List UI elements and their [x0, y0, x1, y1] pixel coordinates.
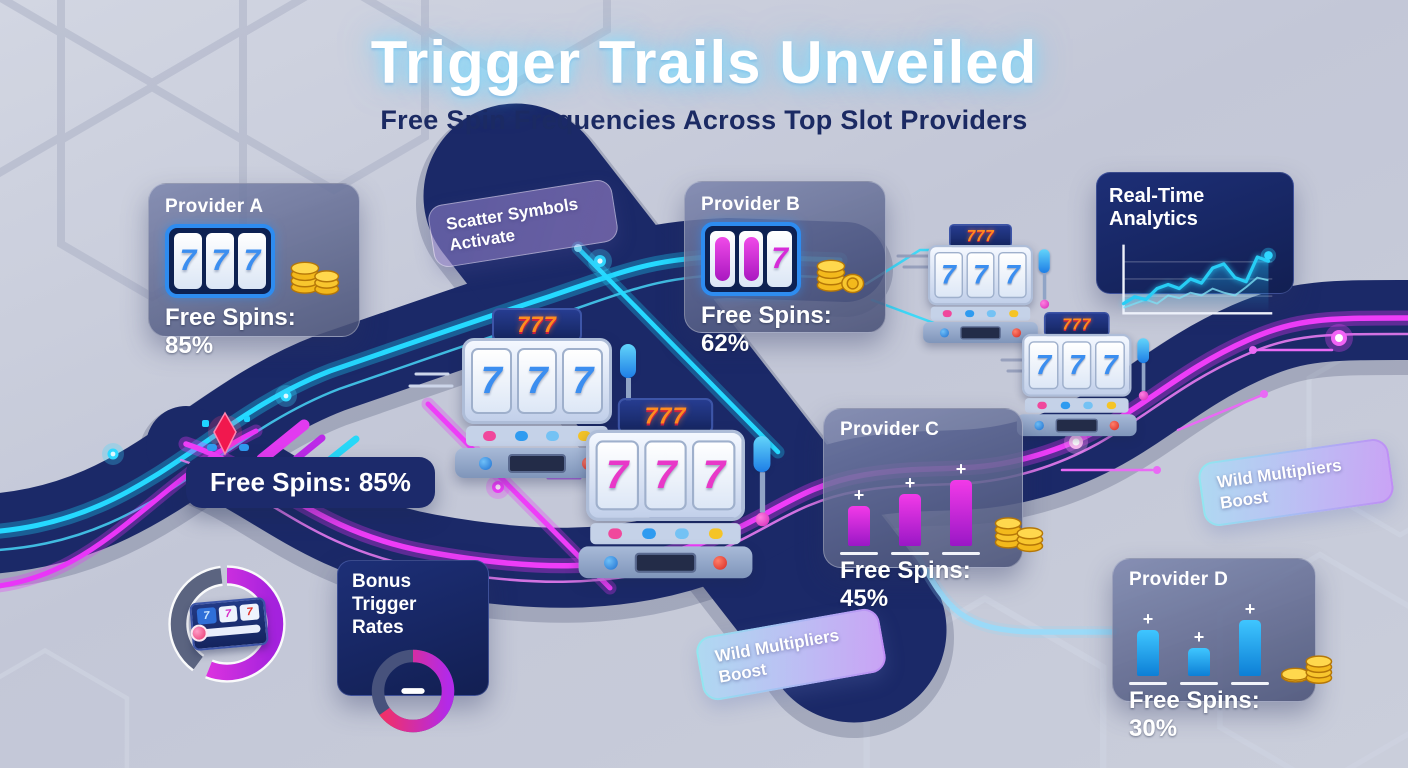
slot-buttons [1024, 398, 1129, 413]
bar [848, 505, 870, 546]
slot-buttons [590, 523, 741, 545]
donut-chart [371, 650, 455, 733]
bar-chart: + + + [840, 443, 980, 555]
spin-button [189, 623, 209, 643]
page-subtitle: Free Spin Frequencies Across Top Slot Pr… [380, 105, 1028, 135]
bar [1137, 629, 1159, 676]
bar [1239, 619, 1261, 676]
slot-base [578, 546, 753, 579]
plus-icon: + [955, 458, 967, 479]
provider-b-card: Provider B 7 Free Spins: 62% [684, 181, 886, 357]
slot-reels: 7 7 7 [928, 245, 1033, 306]
plus-icon: + [904, 472, 916, 493]
minus-icon [401, 688, 425, 695]
coins-icon [994, 517, 1044, 553]
bonus-title: Bonus Trigger Rates [352, 571, 417, 638]
slot-reels-icon: 7 [701, 222, 801, 296]
trail-free-spins-label: Free Spins: 85% [186, 457, 435, 508]
bar [1188, 647, 1210, 676]
bar-chart: + + + [1129, 593, 1269, 685]
slot-base [1016, 414, 1137, 437]
scatter-symbols-label: Scatter Symbols Activate [426, 177, 620, 269]
slot-lever [752, 436, 771, 527]
bar [950, 479, 972, 546]
plus-icon: + [1142, 608, 1154, 629]
slot-reels: 7 7 7 [586, 429, 745, 521]
coins-icon [1280, 655, 1333, 685]
bar-underline [1231, 681, 1269, 685]
slot-lever [1137, 338, 1150, 401]
slot-machine-icon: 777 7 7 7 [1016, 312, 1150, 437]
page-title: Trigger Trails Unveiled [370, 29, 1038, 96]
plus-icon: + [1244, 598, 1256, 619]
mini-slot-icon: 7 7 7 [189, 596, 269, 652]
gem-icon [202, 411, 250, 456]
provider-a-name: Provider A [165, 196, 264, 217]
bar [899, 493, 921, 546]
analytics-card: Real-Time Analytics [1096, 172, 1294, 315]
bonus-trigger-card: Bonus Trigger Rates [337, 560, 489, 733]
provider-d-free-spins: Free Spins: 30% [1129, 687, 1260, 742]
slot-marquee: 777 [492, 308, 582, 342]
slot-lever [1038, 249, 1051, 309]
slot-marquee: 777 [617, 398, 714, 435]
free-spin-donut: 7 7 7 [163, 560, 291, 688]
provider-b-free-spins: Free Spins: 62% [701, 302, 832, 357]
slot-base [923, 322, 1038, 343]
header: Trigger Trails Unveiled Free Spin Freque… [0, 28, 1408, 136]
coins-icon [290, 261, 340, 296]
provider-d-card: Provider D + + + Free Spins: 30% [1112, 558, 1333, 742]
provider-c-card: Provider C + + + Free Spins: 45% [823, 408, 1044, 612]
bar-underline [942, 551, 980, 555]
line-chart [1121, 244, 1277, 315]
provider-d-name: Provider D [1129, 569, 1229, 590]
provider-c-free-spins: Free Spins: 45% [840, 557, 971, 612]
wild-multipliers-label: Wild Multipliers Boost [693, 606, 889, 703]
provider-c-name: Provider C [840, 419, 940, 440]
bar-underline [840, 551, 878, 555]
bar-underline [891, 551, 929, 555]
slot-buttons [930, 306, 1031, 321]
slot-machine-icon: 777 7 7 7 [578, 398, 771, 579]
provider-b-name: Provider B [701, 194, 801, 215]
coins-icon [816, 259, 865, 294]
plus-icon: + [853, 484, 865, 505]
slot-machine-icon: 777 7 7 7 [923, 224, 1050, 343]
provider-a-free-spins: Free Spins: 85% [165, 304, 296, 359]
slot-reels: 7 7 7 [1022, 333, 1132, 397]
slot-reels-icon: 7 7 7 [165, 224, 275, 298]
speed-dashes-light [408, 372, 454, 388]
slot-marquee: 777 [949, 224, 1012, 248]
wild-multipliers-label: Wild Multipliers Boost [1196, 436, 1396, 528]
provider-a-card: Provider A 7 7 7 Free Spins: 85% [148, 183, 360, 359]
analytics-title: Real-Time Analytics [1109, 185, 1205, 230]
bar-underline [1180, 681, 1218, 685]
bar-underline [1129, 681, 1167, 685]
plus-icon: + [1193, 626, 1205, 647]
progress-bar [189, 623, 261, 643]
